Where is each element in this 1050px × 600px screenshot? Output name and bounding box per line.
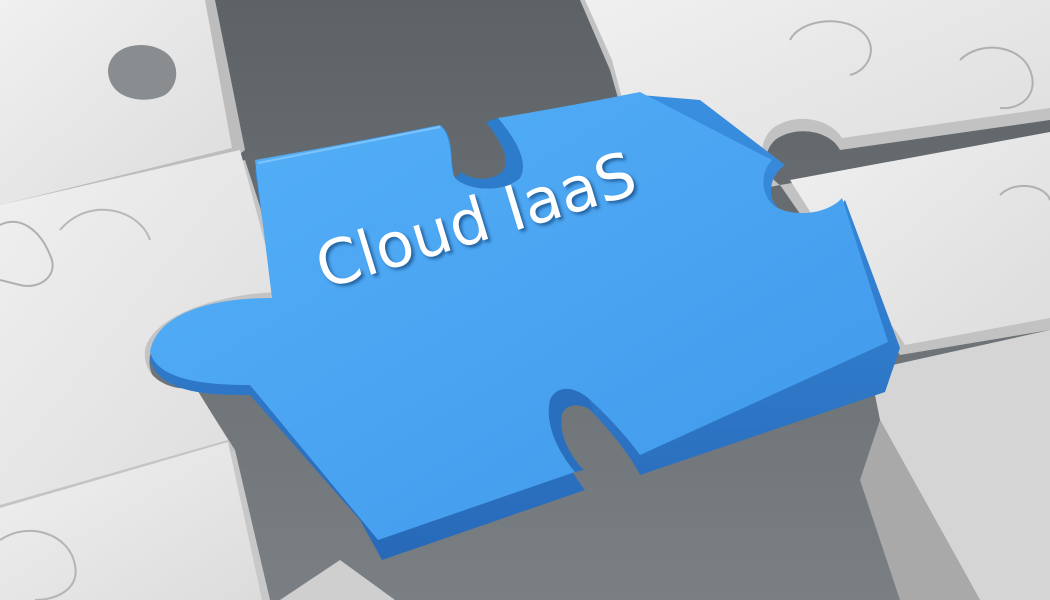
white-piece-bottom-left	[0, 442, 270, 600]
blue-puzzle-piece	[150, 92, 900, 560]
white-piece-right	[780, 132, 1050, 355]
white-piece-left	[0, 150, 290, 520]
white-piece-right-lower	[860, 330, 1050, 600]
white-piece-bottom	[280, 560, 395, 600]
white-piece-top-left	[0, 0, 245, 215]
